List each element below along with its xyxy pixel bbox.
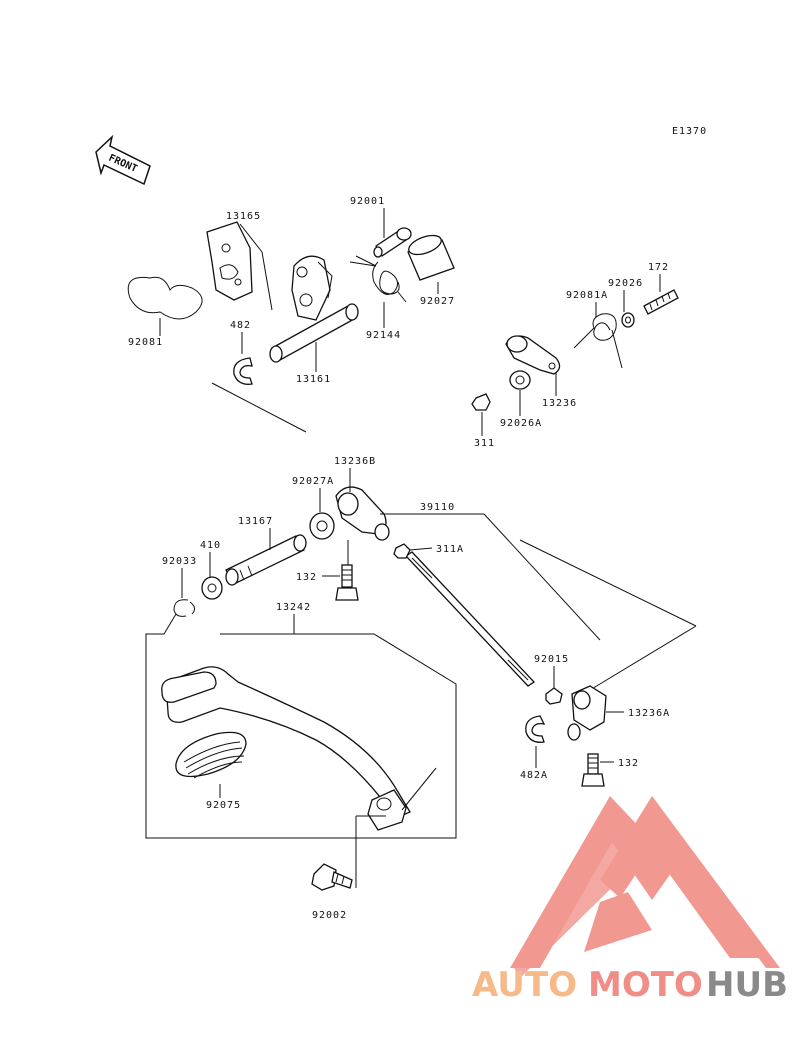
part-482 [233, 357, 253, 385]
part-92081A [573, 313, 623, 369]
label-92075: 92075 [206, 800, 241, 811]
ref-code: E1370 [672, 126, 707, 137]
label-13236B: 13236B [334, 456, 376, 467]
front-arrow-icon: FRONT [95, 134, 151, 186]
part-13236 [505, 335, 561, 375]
part-311A [393, 543, 411, 559]
part-13236B [335, 486, 390, 541]
part-13165 [206, 221, 253, 301]
part-92075 [175, 731, 247, 779]
label-92144: 92144 [366, 330, 401, 341]
label-13167: 13167 [238, 516, 273, 527]
label-92026A: 92026A [500, 418, 542, 429]
label-172: 172 [648, 262, 669, 273]
label-410: 410 [200, 540, 221, 551]
label-132-right: 132 [618, 758, 639, 769]
part-482A [525, 715, 546, 743]
part-172 [643, 289, 679, 315]
part-13236A [567, 685, 607, 741]
label-92027: 92027 [420, 296, 455, 307]
part-410 [201, 576, 223, 600]
part-92001 [373, 227, 412, 258]
label-92081A: 92081A [566, 290, 608, 301]
label-92002: 92002 [312, 910, 347, 921]
label-92027A: 92027A [292, 476, 334, 487]
label-13165: 13165 [226, 211, 261, 222]
label-39110: 39110 [420, 502, 455, 513]
label-482A: 482A [520, 770, 548, 781]
label-92081: 92081 [128, 337, 163, 348]
part-13242 [161, 666, 411, 831]
label-13242: 13242 [276, 602, 311, 613]
watermark-logo-icon [510, 796, 780, 978]
part-311 [471, 393, 491, 411]
label-13161: 13161 [296, 374, 331, 385]
part-92144 [349, 255, 407, 303]
label-92001: 92001 [350, 196, 385, 207]
part-92015 [545, 687, 563, 705]
label-92015: 92015 [534, 654, 569, 665]
part-13167 [225, 534, 307, 586]
part-39110 [405, 551, 535, 687]
label-13236A: 13236A [628, 708, 670, 719]
label-482: 482 [230, 320, 251, 331]
watermark-text: AUTO MOTO HUB [472, 965, 788, 1005]
part-92027A [309, 512, 335, 540]
watermark-hub: HUB [706, 965, 788, 1005]
part-92026 [621, 312, 635, 328]
label-92033: 92033 [162, 556, 197, 567]
part-132-upper [335, 564, 359, 601]
part-13161 [269, 255, 359, 363]
assembly-13242-box [145, 613, 457, 839]
label-13236: 13236 [542, 398, 577, 409]
label-311: 311 [474, 438, 495, 449]
part-92081 [127, 276, 203, 320]
part-92002 [311, 863, 353, 891]
part-92033 [173, 599, 196, 617]
label-132-upper: 132 [296, 572, 317, 583]
label-92026: 92026 [608, 278, 643, 289]
part-92026A [509, 370, 531, 390]
watermark-auto: AUTO [472, 965, 577, 1005]
part-92027 [407, 234, 455, 281]
watermark-moto: MOTO [588, 965, 703, 1005]
part-132-right [581, 753, 605, 787]
label-311A: 311A [436, 544, 464, 555]
